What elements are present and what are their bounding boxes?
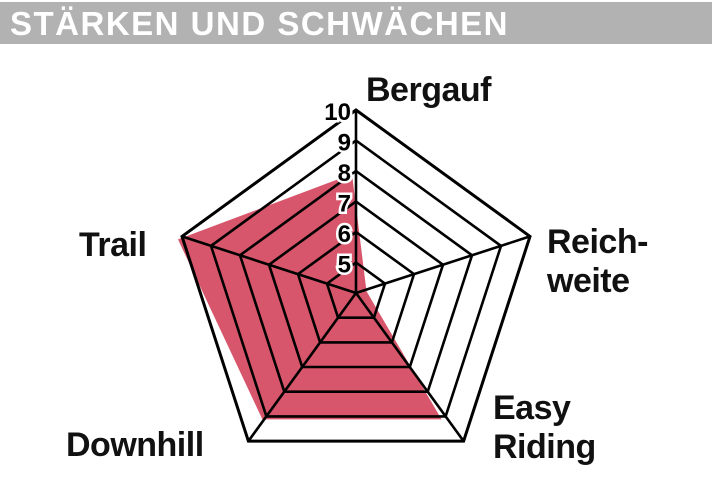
title-banner: STÄRKEN UND SCHWÄCHEN [0, 2, 712, 44]
ring-tick-label-10: 10 [324, 99, 351, 126]
ring-tick-label-9: 9 [338, 130, 351, 157]
grid-ring-5 [325, 260, 387, 320]
ring-tick-label-8: 8 [338, 160, 351, 187]
grid-ring-10 [180, 108, 532, 443]
figure-title: STÄRKEN UND SCHWÄCHEN [10, 5, 509, 42]
grid-ring-9 [209, 138, 503, 418]
axis-label-bergauf: Bergauf [366, 71, 491, 109]
axis-spoke-1 [355, 235, 531, 295]
axis-label-trail: Trail [79, 226, 147, 264]
ring-tick-label-7: 7 [338, 191, 351, 218]
grid-ring-6 [296, 230, 416, 344]
axis-spoke-2 [354, 292, 465, 442]
axis-label-downhill: Downhill [66, 426, 204, 464]
axis-spoke-3 [247, 292, 358, 442]
grid-ring-7 [267, 199, 445, 369]
ring-tick-label-5: 5 [338, 252, 351, 279]
ring-tick-label-6: 6 [338, 221, 351, 248]
axis-label-reichweite: Reich- weite [547, 223, 648, 301]
axis-spoke-4 [181, 235, 357, 295]
grid-ring-8 [238, 169, 474, 394]
axis-label-easy-riding: Easy Riding [493, 389, 596, 467]
series-polygon [178, 174, 442, 420]
